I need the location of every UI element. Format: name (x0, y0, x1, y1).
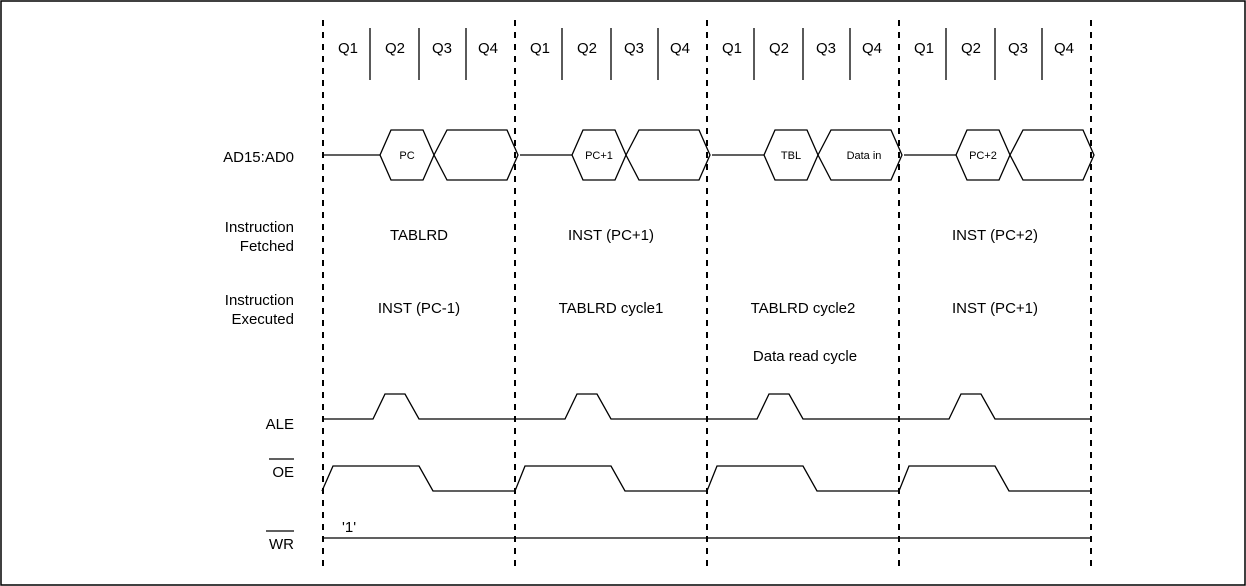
quarter-label-q3: Q3 (816, 40, 836, 57)
quarter-label-q2: Q2 (961, 40, 981, 57)
quarter-label-q4: Q4 (478, 40, 498, 57)
quarter-label-q3: Q3 (432, 40, 452, 57)
instruction-executed-2: TABLRD cycle2 (751, 300, 856, 317)
instruction-fetched-label-line2: Fetched (240, 238, 294, 255)
instruction-fetched-1: INST (PC+1) (568, 227, 654, 244)
bus-data-box (817, 129, 903, 181)
cycle-boundaries (322, 20, 1092, 570)
quarter-label-q2: Q2 (385, 40, 405, 57)
instruction-executed-1: TABLRD cycle1 (559, 300, 664, 317)
address-bus-label: AD15:AD0 (223, 149, 294, 166)
instruction-fetched-0: TABLRD (390, 227, 448, 244)
bus-data-box (1009, 129, 1095, 181)
quarter-label-q1: Q1 (338, 40, 358, 57)
instruction-executed-label-line2: Executed (231, 311, 294, 328)
ale-waveform (323, 393, 1091, 420)
quarter-label-q4: Q4 (862, 40, 882, 57)
wr-level-label: '1' (342, 519, 356, 536)
instruction-executed-row: INST (PC-1) TABLRD cycle1 TABLRD cycle2 INS… (378, 300, 1038, 317)
bus-data-box (625, 129, 711, 181)
quarter-label-q4: Q4 (1054, 40, 1074, 57)
instruction-fetched-3: INST (PC+2) (952, 227, 1038, 244)
bus-address-text: PC+1 (585, 150, 613, 162)
instruction-fetched-label-line1: Instruction (225, 219, 294, 236)
quarter-label-q4: Q4 (670, 40, 690, 57)
bus-data-text: Data in (847, 150, 882, 162)
oe-label: OE (272, 464, 294, 481)
quarter-header: Q1 Q2 Q3 Q4 Q1 Q2 Q3 Q4 Q1 Q2 Q3 Q4 Q1 Q2 Q3 Q4 (338, 28, 1074, 80)
address-bus-waveform: PC PC+1 TBL Data in PC+2 (323, 129, 1095, 181)
bus-data-box (433, 129, 519, 181)
quarter-label-q2: Q2 (769, 40, 789, 57)
quarter-label-q1: Q1 (722, 40, 742, 57)
instruction-executed-0: INST (PC-1) (378, 300, 460, 317)
instruction-executed-3: INST (PC+1) (952, 300, 1038, 317)
bus-address-text: PC+2 (969, 150, 997, 162)
bus-address-text: PC (399, 150, 414, 162)
bus-address-text: TBL (781, 150, 801, 162)
data-read-cycle-label: Data read cycle (753, 348, 857, 365)
instruction-fetched-row: TABLRD INST (PC+1) INST (PC+2) (390, 227, 1038, 244)
quarter-label-q3: Q3 (624, 40, 644, 57)
wr-label: WR (269, 536, 294, 553)
instruction-executed-label-line1: Instruction (225, 292, 294, 309)
quarter-label-q3: Q3 (1008, 40, 1028, 57)
ale-trace (323, 393, 1091, 420)
quarter-label-q1: Q1 (914, 40, 934, 57)
oe-waveform (321, 465, 1091, 492)
ale-label: ALE (266, 416, 294, 433)
quarter-label-q1: Q1 (530, 40, 550, 57)
oe-trace (321, 465, 1091, 492)
quarter-label-q2: Q2 (577, 40, 597, 57)
